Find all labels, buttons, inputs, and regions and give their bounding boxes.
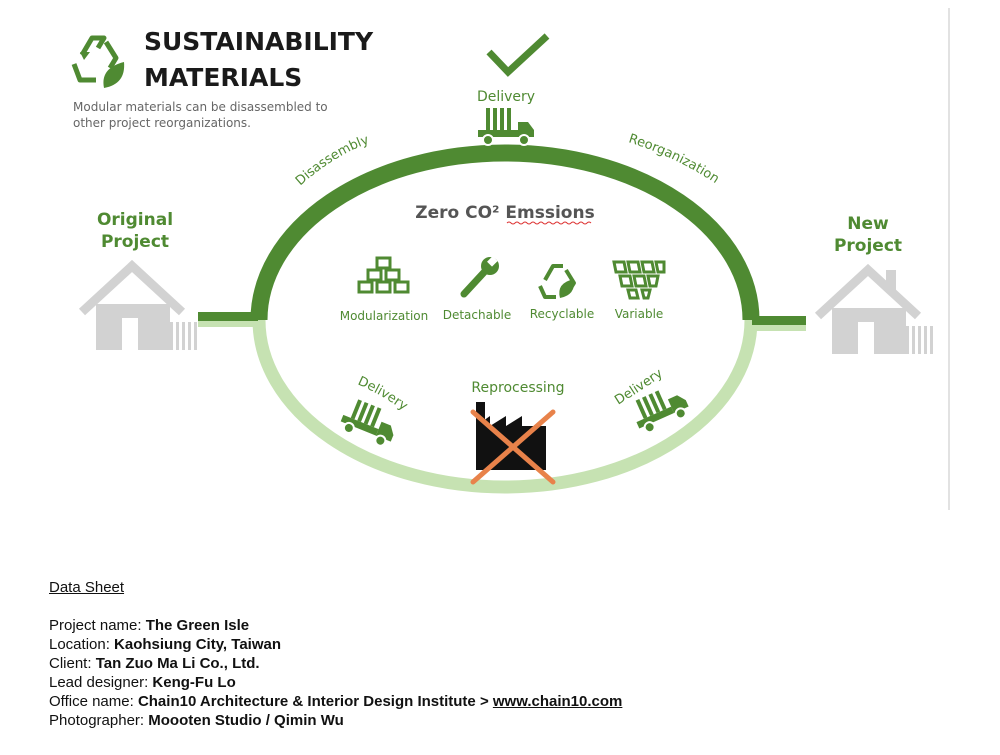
cross-icon bbox=[470, 409, 556, 485]
checkmark-icon bbox=[486, 33, 550, 77]
connector-left-light bbox=[198, 321, 258, 327]
photographer-row: Photographer: Moooten Studio / Qimin Wu bbox=[49, 711, 949, 730]
project-name-row: Project name: The Green Isle bbox=[49, 616, 949, 635]
client-row: Client: Tan Zuo Ma Li Co., Ltd. bbox=[49, 654, 949, 673]
connector-left-dark bbox=[198, 312, 258, 321]
center-heading: Zero CO² Emssions bbox=[415, 203, 594, 223]
office-name-row: Office name: Chain10 Architecture & Inte… bbox=[49, 692, 949, 711]
spacer bbox=[49, 597, 949, 616]
wrench-icon bbox=[460, 256, 499, 298]
truck-icon bbox=[478, 108, 534, 146]
lead-designer-row: Lead designer: Keng-Fu Lo bbox=[49, 673, 949, 692]
location-value: Kaohsiung City, Taiwan bbox=[114, 636, 282, 653]
data-sheet: Data Sheet Project name: The Green Isle … bbox=[49, 578, 949, 730]
location-row: Location: Kaohsiung City, Taiwan bbox=[49, 635, 949, 654]
new-project-line2: Project bbox=[834, 236, 902, 256]
project-name-value: The Green Isle bbox=[145, 617, 250, 634]
location-label: Location: bbox=[49, 636, 115, 653]
stacked-blocks-icon bbox=[357, 256, 410, 294]
top-delivery-label: Delivery bbox=[477, 89, 535, 105]
original-house-icon bbox=[78, 259, 197, 350]
diagram-title-line1: SUSTAINABILITY bbox=[144, 27, 374, 56]
client-value: Tan Zuo Ma Li Co., Ltd. bbox=[95, 655, 260, 672]
data-sheet-title: Data Sheet bbox=[49, 579, 125, 596]
diagram-subtitle-line2: other project reorganizations. bbox=[73, 116, 251, 130]
reprocessing-label: Reprocessing bbox=[471, 380, 564, 396]
recycle-icon bbox=[538, 264, 576, 299]
spellcheck-squiggle bbox=[506, 221, 592, 225]
new-project-line1: New bbox=[847, 214, 889, 234]
feature-label-variable: Variable bbox=[615, 307, 664, 321]
loop-lower-arc bbox=[252, 319, 758, 494]
office-name-label: Office name: bbox=[49, 693, 138, 710]
original-project-line1: Original bbox=[97, 210, 173, 230]
feature-label-detachable: Detachable bbox=[443, 308, 512, 322]
office-name-value: Chain10 Architecture & Interior Design I… bbox=[137, 693, 493, 710]
original-project-line2: Project bbox=[101, 232, 169, 252]
lead-designer-label: Lead designer: bbox=[49, 674, 153, 691]
photographer-value: Moooten Studio / Qimin Wu bbox=[148, 712, 344, 729]
diagram-title-line2: MATERIALS bbox=[144, 63, 302, 92]
recycle-leaf-icon bbox=[71, 35, 125, 88]
connector-right-light bbox=[752, 325, 806, 331]
sustainability-diagram: SUSTAINABILITY MATERIALS Modular materia… bbox=[71, 8, 950, 510]
connector-right-dark bbox=[752, 316, 806, 325]
feature-label-modularization: Modularization bbox=[340, 309, 429, 323]
bottom-left-truck-icon bbox=[340, 399, 394, 447]
office-website-link[interactable]: www.chain10.com bbox=[492, 693, 623, 710]
bottom-right-truck-icon bbox=[635, 390, 689, 434]
diagram-subtitle-line1: Modular materials can be disassembled to bbox=[73, 100, 328, 114]
tiles-icon bbox=[612, 260, 666, 300]
photographer-label: Photographer: bbox=[49, 712, 149, 729]
project-name-label: Project name: bbox=[49, 617, 146, 634]
client-label: Client: bbox=[49, 655, 96, 672]
lead-designer-value: Keng-Fu Lo bbox=[152, 674, 236, 691]
feature-label-recyclable: Recyclable bbox=[530, 307, 595, 321]
new-house-icon bbox=[814, 263, 933, 354]
loop-upper-arc bbox=[250, 144, 760, 321]
factory-icon bbox=[476, 402, 546, 470]
